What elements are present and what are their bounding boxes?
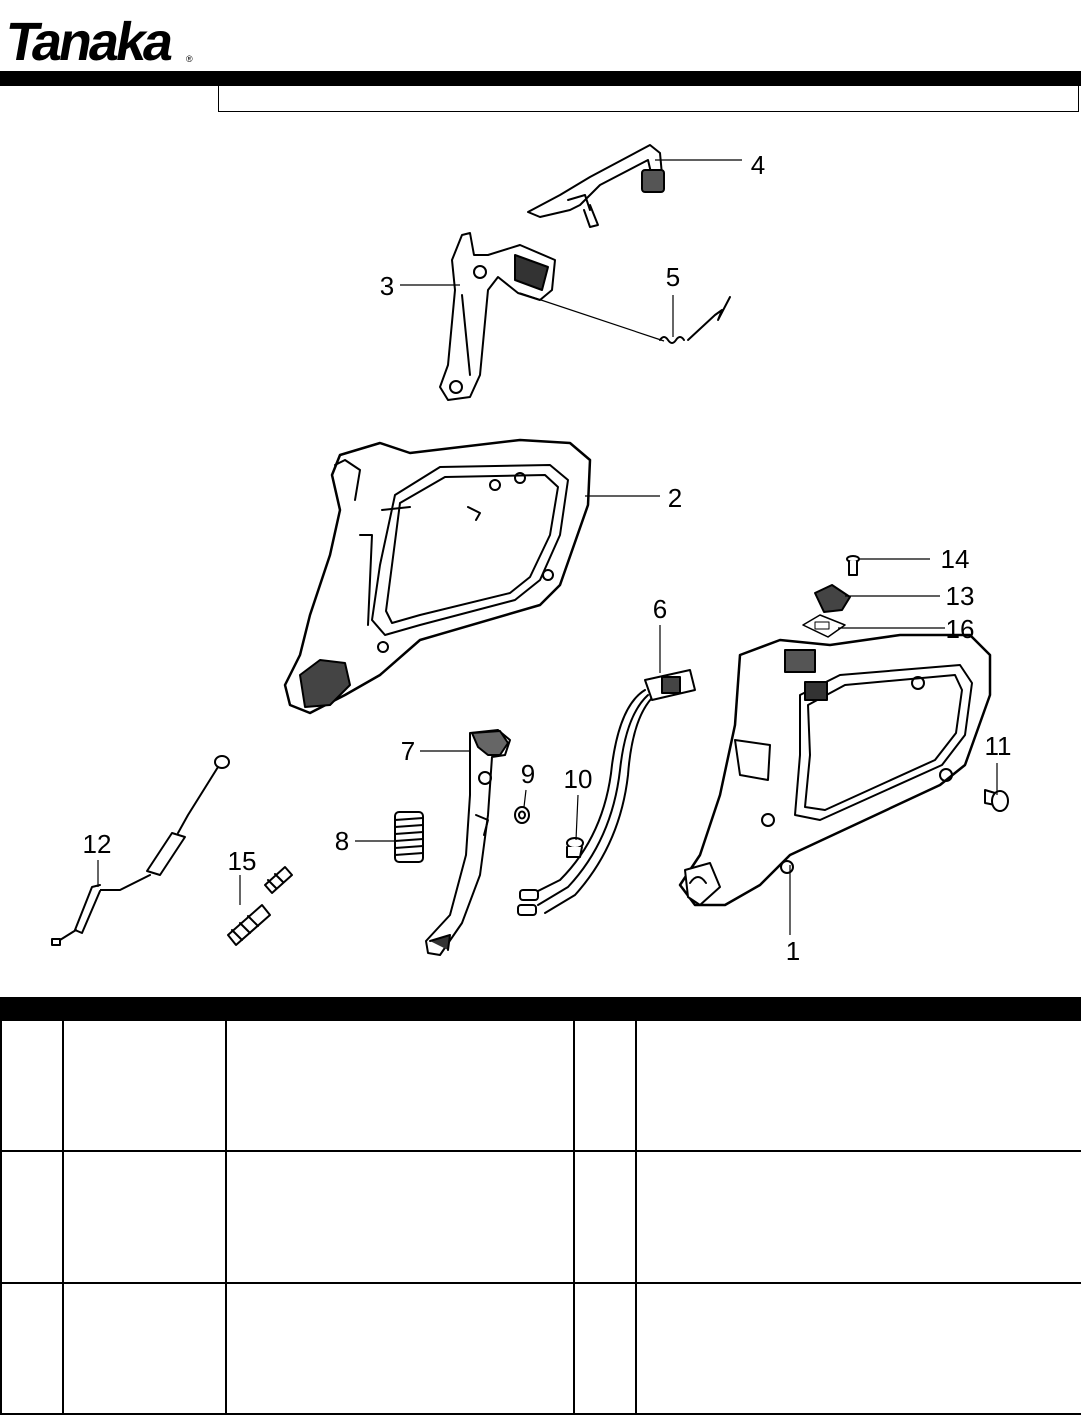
part-8-spring <box>394 811 424 863</box>
table-cell <box>62 1018 227 1153</box>
part-5-spring <box>659 296 731 344</box>
part-9-washer <box>514 806 530 824</box>
exploded-parts-diagram: 4 3 5 2 14 13 16 6 7 11 9 10 12 8 15 1 <box>51 144 1012 966</box>
callout-16: 16 <box>946 614 975 644</box>
section-title-box <box>218 86 1079 112</box>
part-15-springs <box>227 866 293 946</box>
part-4-throttle-lever <box>527 144 665 228</box>
part-13-switch <box>814 584 851 613</box>
part-14-screw <box>846 555 860 576</box>
table-row <box>0 1281 1081 1416</box>
part-11-bolt <box>984 789 1009 812</box>
table-row <box>0 1150 1081 1284</box>
tanaka-logo: Tanaka ® <box>1 11 193 70</box>
table-cell <box>635 1150 1081 1284</box>
table-cell <box>225 1150 575 1284</box>
callout-5: 5 <box>666 262 680 292</box>
part-16-plate <box>802 614 846 638</box>
table-cell <box>225 1018 575 1153</box>
part-3-trigger-arm <box>439 232 556 401</box>
callout-6: 6 <box>653 594 667 624</box>
brand-name: Tanaka <box>1 11 179 70</box>
table-cell <box>0 1150 64 1284</box>
table-cell <box>635 1281 1081 1416</box>
callout-14: 14 <box>941 544 970 574</box>
callout-7: 7 <box>401 736 415 766</box>
table-cell <box>62 1281 227 1416</box>
table-row <box>0 1018 1081 1153</box>
table-cell <box>0 1281 64 1416</box>
part-7-lockout-lever <box>425 729 511 956</box>
callout-9: 9 <box>521 759 535 789</box>
part-12-throttle-cable <box>51 755 230 946</box>
callout-13: 13 <box>946 581 975 611</box>
part-2-handle-housing <box>283 438 592 715</box>
table-cell <box>635 1018 1081 1153</box>
callout-1: 1 <box>786 936 800 966</box>
callout-4: 4 <box>751 150 765 180</box>
registered-mark: ® <box>186 54 193 64</box>
callout-8: 8 <box>335 826 349 856</box>
callout-12: 12 <box>83 829 112 859</box>
callout-11: 11 <box>985 731 1012 761</box>
part-1-front-handle <box>678 633 992 907</box>
callout-10: 10 <box>564 764 593 794</box>
table-cell <box>225 1281 575 1416</box>
part-10-bolt <box>566 837 584 858</box>
table-cell <box>573 1150 637 1284</box>
table-cell <box>0 1018 64 1153</box>
table-cell <box>573 1018 637 1153</box>
header-rule <box>0 71 1081 86</box>
callout-15: 15 <box>228 846 257 876</box>
callout-2: 2 <box>668 483 682 513</box>
table-cell <box>62 1150 227 1284</box>
parts-table-header-bar <box>0 997 1081 1019</box>
table-cell <box>573 1281 637 1416</box>
parts-table <box>0 1018 1081 1416</box>
leader-lines <box>97 159 998 935</box>
callout-3: 3 <box>380 271 394 301</box>
part-6-switch-wire <box>517 669 696 916</box>
